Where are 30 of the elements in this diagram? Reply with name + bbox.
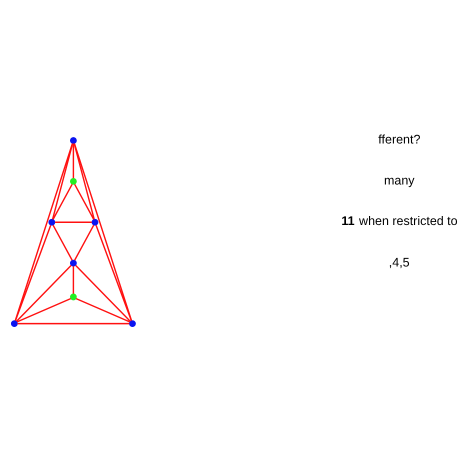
label: many <box>384 173 415 188</box>
connector <box>16 264 72 322</box>
connector <box>72 266 74 294</box>
connector <box>75 264 131 322</box>
connector <box>14 142 74 320</box>
connector <box>74 183 94 220</box>
node-circle <box>70 177 77 184</box>
connector <box>74 224 94 260</box>
connector <box>16 298 71 322</box>
label: 11 when restricted to <box>341 213 458 228</box>
connector <box>52 224 73 260</box>
node-circle <box>70 293 77 300</box>
connector <box>95 224 132 320</box>
node-circle <box>129 320 136 327</box>
label: ,4,5 <box>388 254 410 269</box>
connector <box>52 142 74 219</box>
connector <box>55 221 92 222</box>
node-circle <box>92 218 98 226</box>
node-circle <box>70 136 77 144</box>
connector <box>74 142 95 219</box>
connector <box>76 298 130 322</box>
node-circle <box>10 320 18 327</box>
connector <box>14 224 52 320</box>
node-circle <box>48 218 56 226</box>
connector <box>18 322 130 324</box>
connector <box>52 183 73 220</box>
label: fferent? <box>378 132 420 146</box>
node-circle <box>70 259 77 266</box>
connector <box>72 143 74 178</box>
connector <box>74 142 132 320</box>
